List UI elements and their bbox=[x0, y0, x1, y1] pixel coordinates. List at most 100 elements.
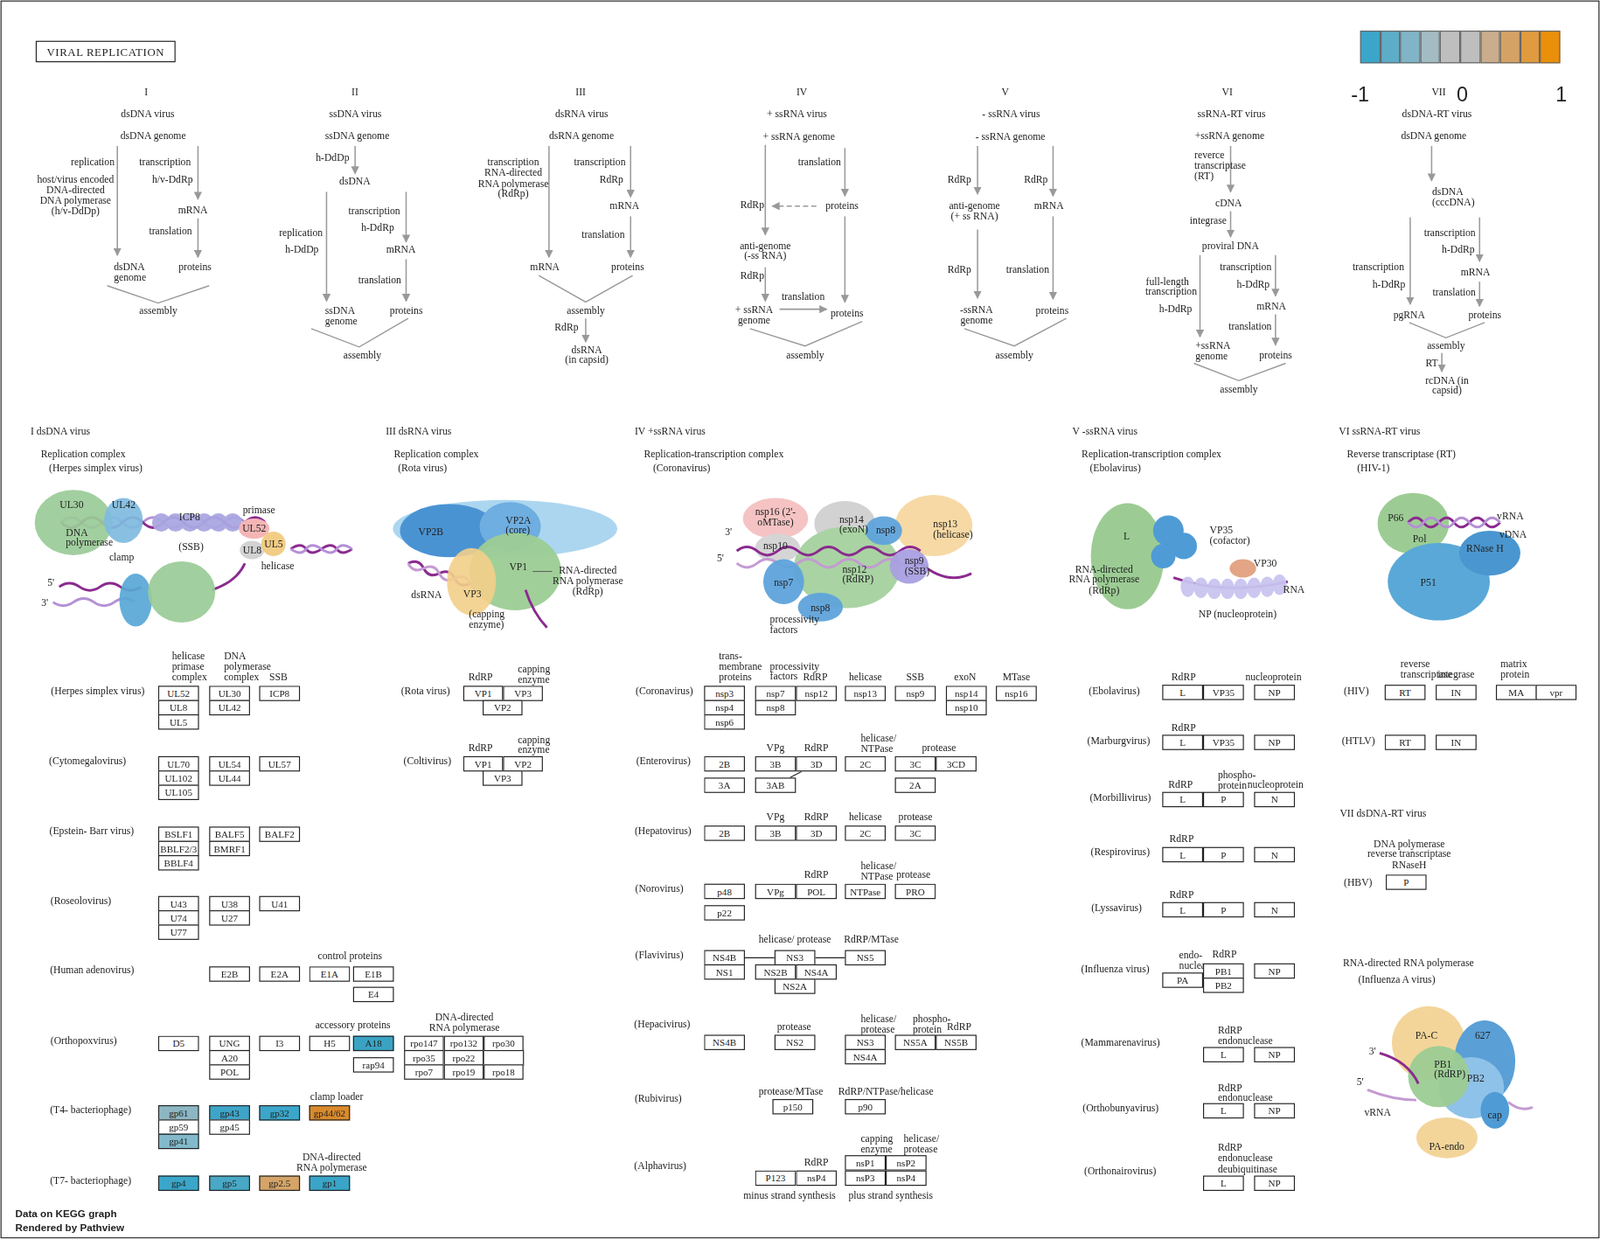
gene-box: gp41 bbox=[158, 1133, 200, 1150]
text-label: assembly bbox=[994, 349, 1033, 361]
gene-label: L bbox=[1179, 794, 1186, 806]
text-label: h-DdRp bbox=[1372, 278, 1406, 290]
gene-label: 3D bbox=[810, 827, 823, 839]
gene-box: RT bbox=[1384, 684, 1427, 701]
gene-label: L bbox=[1179, 687, 1186, 698]
connector-line bbox=[790, 771, 802, 778]
text-label: mRNA bbox=[1034, 200, 1065, 211]
drawing-part bbox=[548, 146, 550, 258]
text-label: RdRp bbox=[1023, 173, 1048, 185]
gene-label: BBLF2/3 bbox=[160, 843, 197, 855]
drawing-part bbox=[1199, 255, 1202, 337]
gene-label: rpo22 bbox=[452, 1052, 475, 1064]
gene-box: L bbox=[1161, 902, 1204, 919]
gene-label: VP1 bbox=[474, 688, 493, 699]
gene-label: nsp7 bbox=[766, 688, 786, 699]
gene-box: BALF2 bbox=[258, 826, 300, 842]
gene-label: IN bbox=[1451, 687, 1462, 698]
corona-complex bbox=[737, 494, 974, 622]
gene-box: nsp7 bbox=[755, 685, 797, 702]
legend-swatch bbox=[1360, 30, 1381, 63]
gene-box: VP1 bbox=[463, 685, 504, 702]
gene-box: nsP4 bbox=[885, 1170, 927, 1187]
gene-box: NS2 bbox=[774, 1034, 816, 1051]
text-label: ssDNA genome bbox=[325, 130, 390, 141]
text-label: nucleoprotein bbox=[1245, 672, 1301, 683]
text-label: helicase primase complex bbox=[172, 650, 182, 683]
gene-label: nsp13 bbox=[853, 688, 877, 699]
text-label: nsp14 (exoN) bbox=[839, 514, 849, 536]
gene-label: UL52 bbox=[166, 688, 190, 699]
gene-label: RT bbox=[1398, 737, 1412, 748]
gene-label: L bbox=[1179, 849, 1186, 861]
text-label: VP2A (core) bbox=[505, 514, 515, 537]
gene-box: BSLF1 bbox=[158, 826, 200, 842]
text-label: helicase bbox=[848, 672, 883, 683]
text-label: RdRP bbox=[804, 1156, 829, 1168]
gene-label: gp44/62 bbox=[313, 1107, 346, 1119]
gene-box: 3B bbox=[755, 825, 797, 842]
gene-label: gp4 bbox=[171, 1177, 187, 1189]
text-label: ssDNA genome bbox=[325, 306, 335, 328]
drawing-part bbox=[1431, 146, 1434, 181]
text-label: (Orthobunyavirus) bbox=[1082, 1102, 1159, 1114]
gene-box: gp61 bbox=[158, 1105, 200, 1121]
gene-box: VP3 bbox=[482, 770, 523, 787]
text-label: (Epstein- Barr virus) bbox=[49, 825, 135, 836]
text-label: RdRP bbox=[1168, 779, 1193, 790]
text-label: (Morbillivirus) bbox=[1089, 792, 1151, 803]
gene-label: UL102 bbox=[165, 772, 193, 784]
gene-label: L bbox=[1220, 1049, 1227, 1060]
text-label: (Rota virus) bbox=[401, 685, 451, 696]
gene-label: P bbox=[1403, 876, 1409, 888]
title-box: VIRAL REPLICATION bbox=[35, 41, 176, 63]
drawing-part bbox=[1233, 578, 1248, 599]
legend-swatch bbox=[1440, 30, 1461, 63]
text-label: DNA polymerase complex bbox=[223, 650, 234, 683]
gene-label: nsp4 bbox=[715, 702, 734, 714]
gene-label: VP35 bbox=[1212, 687, 1235, 698]
gene-label: nsP4 bbox=[806, 1173, 827, 1184]
gene-box: BBLF2/3 bbox=[158, 841, 200, 857]
text-label: RdRP bbox=[804, 811, 829, 822]
drawing-part bbox=[763, 559, 805, 605]
gene-box: I3 bbox=[258, 1036, 300, 1052]
gene-label: p90 bbox=[857, 1101, 873, 1113]
drawing-part bbox=[1230, 211, 1232, 237]
gene-box: rpo7 bbox=[403, 1064, 445, 1080]
gene-box: nsp3 bbox=[703, 685, 745, 702]
drawing-part bbox=[405, 258, 408, 301]
drawing-part bbox=[1180, 574, 1287, 599]
text-label: RdRP endonuclease bbox=[1217, 1024, 1228, 1047]
drawing-part bbox=[1479, 217, 1482, 262]
gene-box: NS4B bbox=[703, 1034, 745, 1051]
text-label: reverse transcriptase bbox=[1400, 658, 1411, 681]
text-label: translation bbox=[1228, 320, 1272, 332]
gene-label: p48 bbox=[716, 886, 732, 898]
text-label: VPg bbox=[765, 811, 785, 822]
text-label: ssDNA virus bbox=[328, 108, 382, 119]
text-label: assembly bbox=[139, 306, 177, 317]
drawing-part bbox=[525, 590, 548, 628]
text-label: (Herpes simplex virus) bbox=[48, 462, 143, 474]
text-label: (HIV) bbox=[1343, 685, 1370, 696]
gene-label: P bbox=[1220, 849, 1226, 861]
gene-box: U43 bbox=[158, 896, 200, 912]
gene-box: rpo132 bbox=[444, 1036, 485, 1052]
gene-box: A20 bbox=[208, 1050, 251, 1066]
legend-swatch bbox=[1480, 30, 1501, 63]
gene-box: gp1 bbox=[309, 1175, 351, 1191]
gene-label: BALF5 bbox=[215, 828, 245, 840]
gene-box: UL42 bbox=[208, 700, 251, 717]
gene-label: N bbox=[1271, 794, 1279, 806]
text-label: I dsDNA virus bbox=[30, 425, 91, 437]
legend-swatch bbox=[1419, 30, 1440, 63]
text-label: protease bbox=[777, 1021, 812, 1032]
gene-box: UL5 bbox=[158, 714, 200, 731]
drawing-part bbox=[890, 549, 929, 585]
text-label: VII dsDNA-RT virus bbox=[1339, 807, 1427, 819]
gene-label: UL70 bbox=[166, 758, 190, 770]
gene-label: nsp9 bbox=[905, 688, 925, 699]
text-label: (Norovirus) bbox=[635, 883, 684, 894]
text-label: Replication complex bbox=[393, 448, 479, 460]
